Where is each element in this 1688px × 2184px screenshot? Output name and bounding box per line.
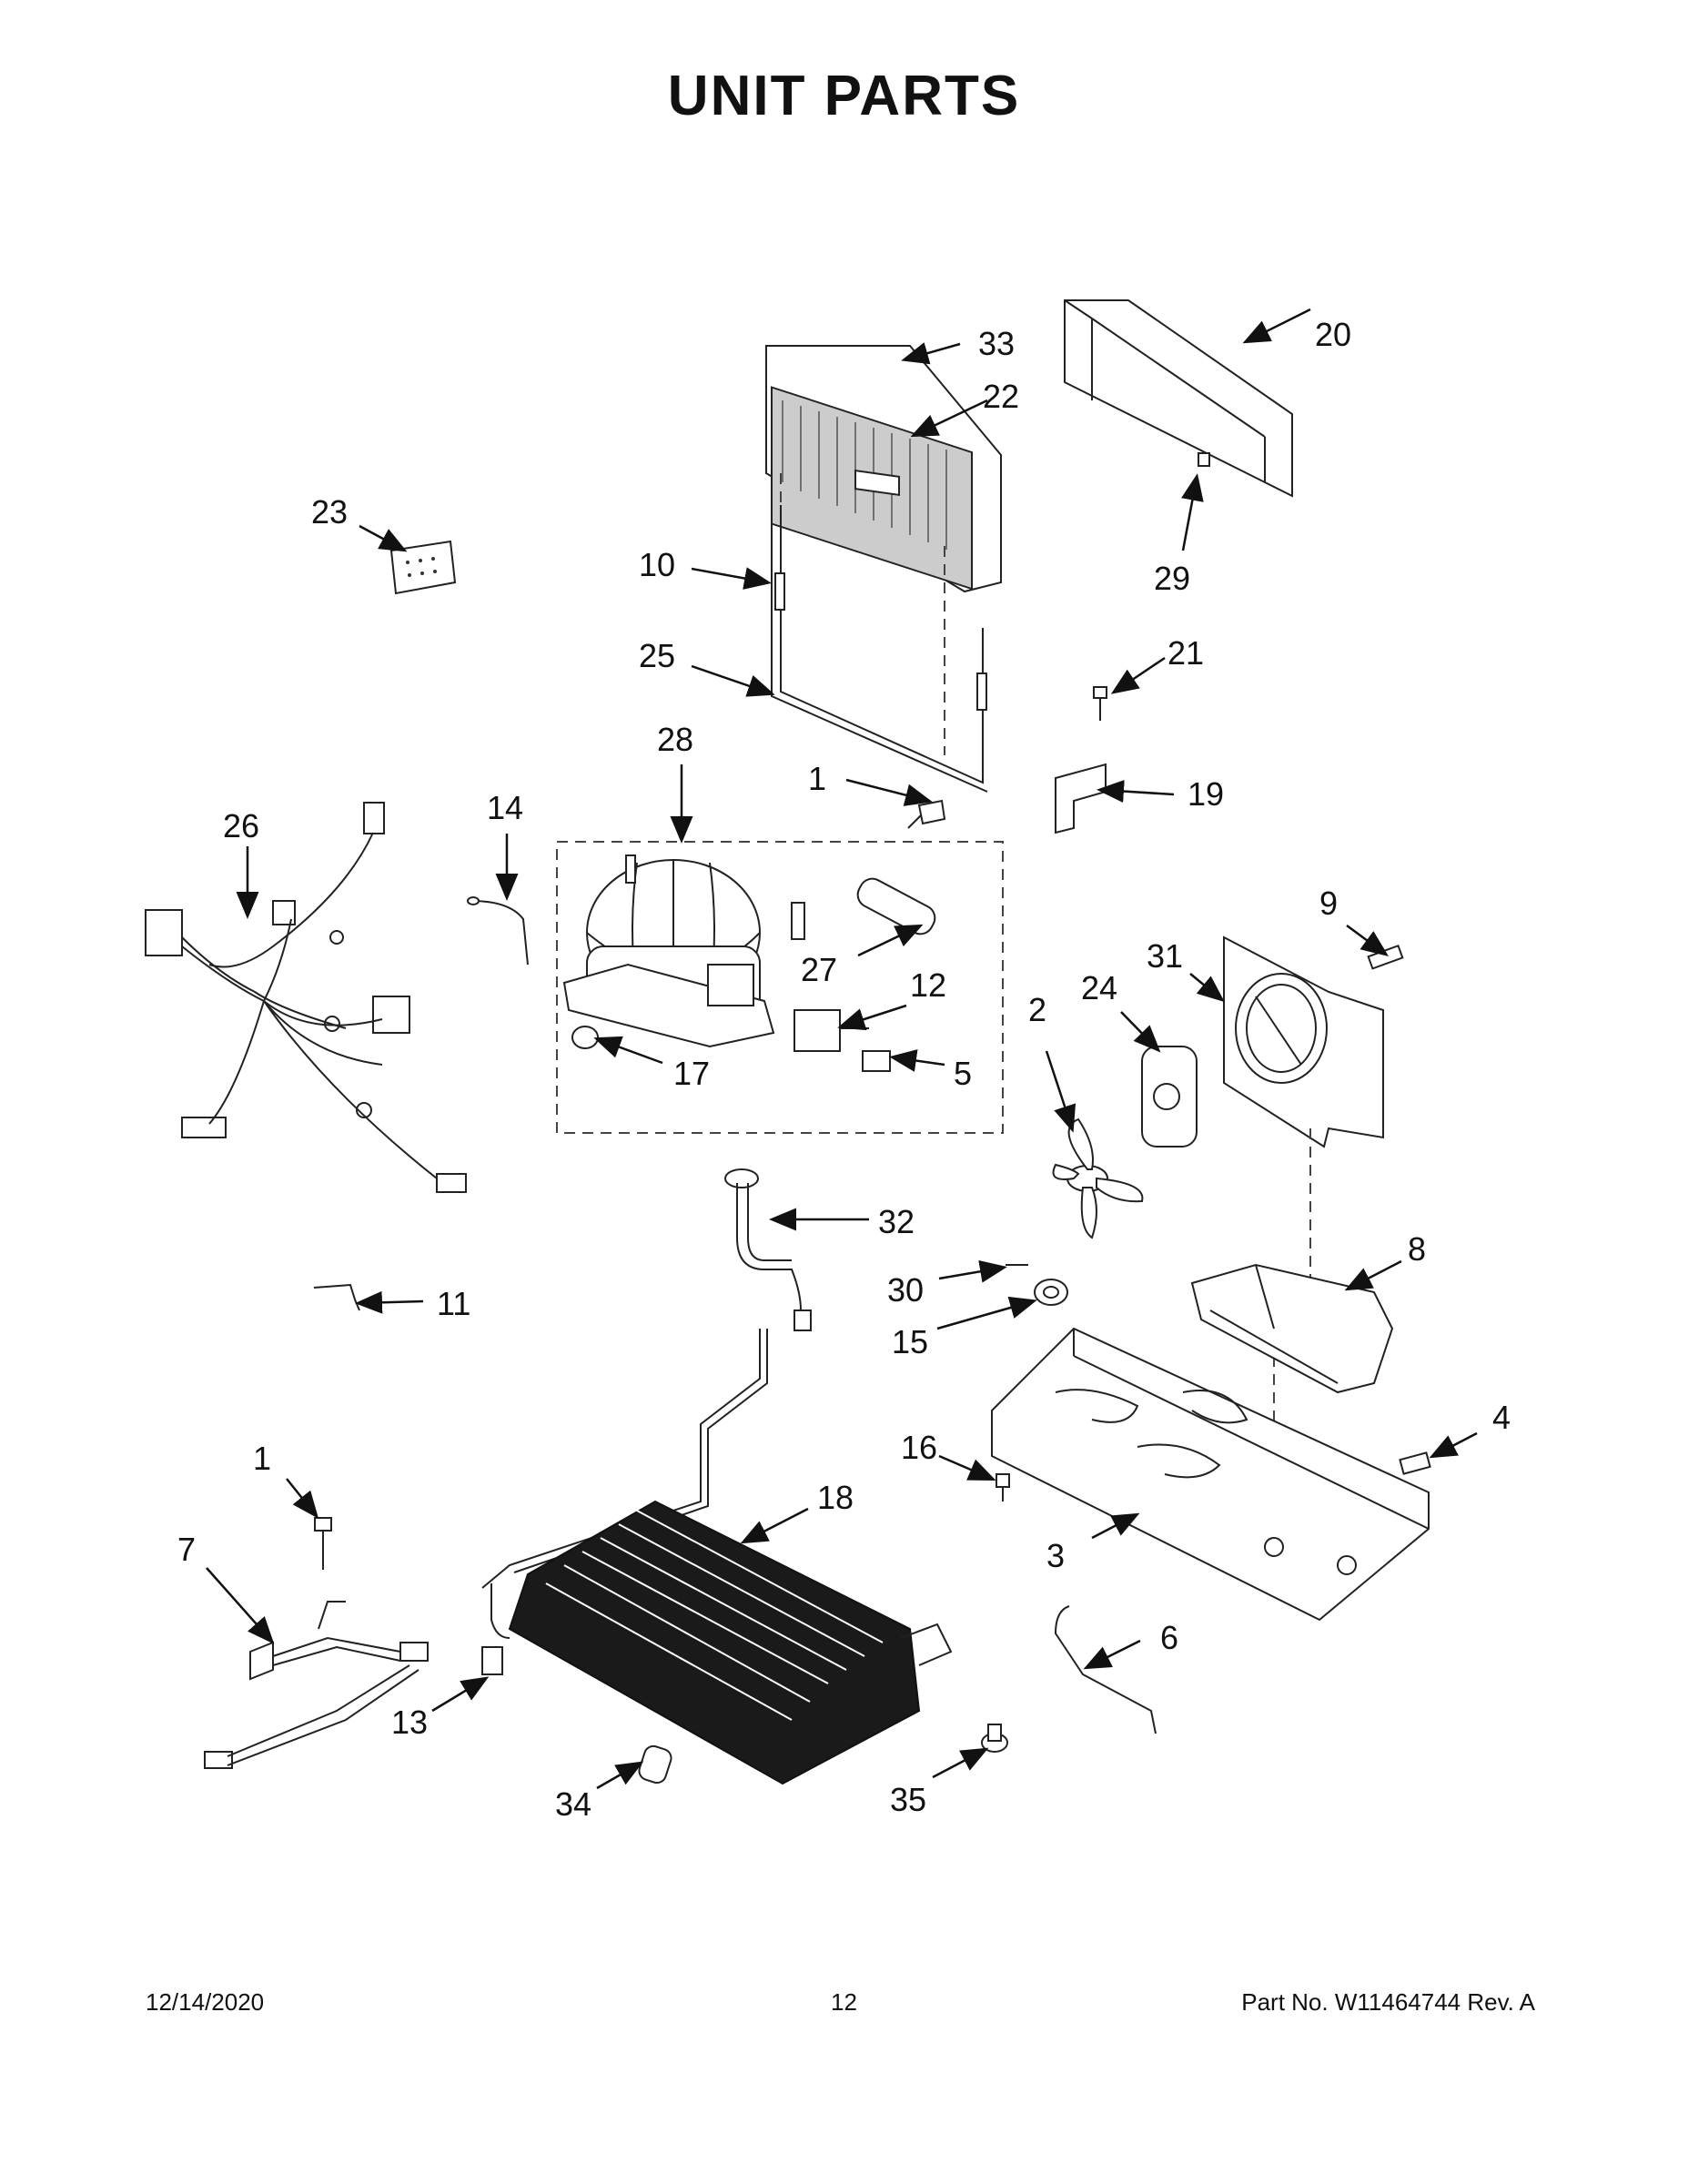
callout-23: 23 xyxy=(311,493,348,531)
callout-2: 2 xyxy=(1028,991,1046,1028)
part-condenser[interactable] xyxy=(481,1329,953,1785)
callout-11: 11 xyxy=(437,1285,470,1322)
callout-9: 9 xyxy=(1319,885,1338,922)
callout-25: 25 xyxy=(639,637,675,674)
part-plug-34[interactable] xyxy=(637,1744,673,1785)
callout-8: 8 xyxy=(1408,1230,1426,1268)
callout-22: 22 xyxy=(983,378,1019,415)
part-evaporator[interactable] xyxy=(765,345,1002,593)
part-cover[interactable] xyxy=(1064,299,1293,498)
part-sensor-35[interactable] xyxy=(981,1724,1008,1753)
callout-27: 27 xyxy=(801,951,837,988)
part-fan-blade[interactable] xyxy=(1052,1117,1144,1239)
callout-30: 30 xyxy=(887,1271,924,1309)
callout-18: 18 xyxy=(817,1479,854,1516)
part-screw-9[interactable] xyxy=(1367,944,1404,970)
part-screw-21[interactable] xyxy=(1093,686,1107,721)
leader-lines xyxy=(206,308,1478,1790)
footer-date: 12/14/2020 xyxy=(146,1988,265,2016)
callout-4: 4 xyxy=(1492,1399,1511,1436)
part-wire-6[interactable] xyxy=(1054,1605,1157,1734)
callout-24: 24 xyxy=(1081,969,1117,1006)
part-base-plate[interactable] xyxy=(991,1327,1430,1622)
part-compressor[interactable] xyxy=(562,854,805,1048)
part-screw-4[interactable] xyxy=(1399,1451,1431,1475)
callout-19: 19 xyxy=(1188,775,1224,813)
part-harness-7[interactable] xyxy=(204,1601,429,1769)
footer-page-number: 12 xyxy=(831,1988,857,2016)
part-screw-16[interactable] xyxy=(996,1473,1010,1502)
callout-21: 21 xyxy=(1167,634,1204,672)
part-drain-tube[interactable] xyxy=(724,1168,812,1331)
part-clip[interactable] xyxy=(1198,452,1210,467)
callout-7: 7 xyxy=(177,1531,196,1568)
part-capacitor-5[interactable] xyxy=(862,1050,891,1072)
callout-20: 20 xyxy=(1315,316,1351,353)
callout-5: 5 xyxy=(954,1055,972,1092)
callout-34: 34 xyxy=(555,1785,591,1823)
part-ground-strap-14[interactable] xyxy=(467,896,529,966)
part-grommet-15[interactable] xyxy=(1034,1279,1068,1306)
callout-26: 26 xyxy=(223,807,259,844)
part-screw-1-lower[interactable] xyxy=(314,1517,332,1570)
part-control-board[interactable] xyxy=(389,540,457,595)
part-screw-1[interactable] xyxy=(907,799,946,829)
callout-1-upper: 1 xyxy=(808,760,826,797)
part-grommet-17[interactable] xyxy=(571,1026,599,1049)
callout-32: 32 xyxy=(878,1203,915,1240)
callout-17: 17 xyxy=(673,1055,710,1092)
callout-29: 29 xyxy=(1154,560,1190,597)
callout-13: 13 xyxy=(391,1704,428,1741)
callout-16: 16 xyxy=(901,1429,937,1466)
callout-33: 33 xyxy=(978,325,1015,362)
part-fan-motor[interactable] xyxy=(1141,1046,1198,1148)
callout-15: 15 xyxy=(892,1323,928,1360)
callout-12: 12 xyxy=(910,966,946,1004)
callout-6: 6 xyxy=(1160,1619,1178,1656)
part-fan-shroud[interactable] xyxy=(1223,935,1384,1148)
callout-3: 3 xyxy=(1046,1537,1065,1574)
part-clip-11[interactable] xyxy=(313,1283,360,1311)
part-drier-27[interactable] xyxy=(854,875,939,939)
page-title: UNIT PARTS xyxy=(667,65,1021,127)
callout-14: 14 xyxy=(487,789,523,826)
part-relay-12[interactable] xyxy=(793,1009,869,1052)
footer-part-number: Part No. W11464744 Rev. A xyxy=(1241,1988,1535,2016)
part-bracket-19[interactable] xyxy=(1055,763,1107,834)
callout-labels: 33 22 20 23 10 29 25 21 28 1 19 26 14 9 … xyxy=(177,316,1511,1823)
callout-28: 28 xyxy=(657,721,693,758)
callout-10: 10 xyxy=(639,546,675,583)
callout-31: 31 xyxy=(1147,937,1183,975)
callout-1-lower: 1 xyxy=(253,1440,271,1477)
part-tray-8[interactable] xyxy=(1190,1263,1394,1394)
part-wire-harness-26[interactable] xyxy=(145,802,467,1193)
part-bracket-13[interactable] xyxy=(481,1646,503,1675)
callout-35: 35 xyxy=(890,1781,926,1818)
